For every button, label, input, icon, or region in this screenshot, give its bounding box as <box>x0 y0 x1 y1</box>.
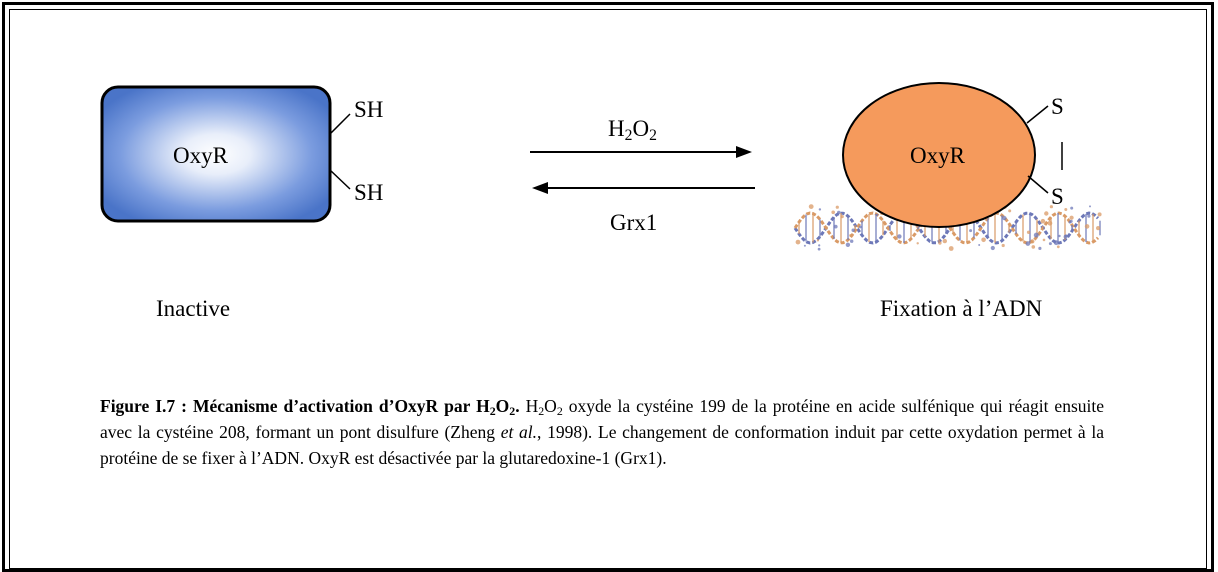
dna-atom <box>1032 245 1036 249</box>
dna-atom <box>1048 221 1053 226</box>
dna-atom <box>1030 239 1034 243</box>
dna-atom <box>1070 216 1074 220</box>
dna-atom <box>969 229 972 232</box>
s-bottom-label: S <box>1051 185 1064 208</box>
sh-bottom-bond <box>330 170 350 189</box>
dna-atom <box>804 245 806 247</box>
dna-atom <box>1070 207 1073 210</box>
dna-atom <box>981 238 986 243</box>
dna-atom <box>859 226 862 229</box>
dna-atom <box>834 225 838 229</box>
dna-atom <box>1089 205 1091 207</box>
dna-atom <box>943 239 947 243</box>
sh-bottom-label: SH <box>354 181 383 204</box>
dna-atom <box>1002 216 1006 220</box>
dna-atom <box>850 240 853 243</box>
dna-atom <box>817 239 819 241</box>
reverse-arrow-head <box>532 182 548 194</box>
dna-atom <box>1054 240 1059 245</box>
dna-atom <box>1034 233 1039 238</box>
oxyr-inactive-label: OxyR <box>173 144 228 167</box>
dna-atom <box>897 234 901 238</box>
dna-atom <box>1049 242 1052 245</box>
dna-atom <box>1026 241 1031 246</box>
dna-atom <box>831 211 835 215</box>
dna-binding-state-label: Fixation à l’ADN <box>880 297 1042 320</box>
inactive-state-label: Inactive <box>156 297 230 320</box>
dna-atom <box>796 240 801 245</box>
dna-atom <box>938 241 941 244</box>
dna-atom <box>809 204 814 209</box>
grx1-reagent-label: Grx1 <box>610 211 657 234</box>
oxyr-active-label: OxyR <box>910 144 965 167</box>
dna-atom <box>1043 239 1046 242</box>
dna-atom <box>1085 224 1090 229</box>
dna-atom <box>1058 235 1060 237</box>
s-bottom-bond <box>1028 176 1048 193</box>
dna-atom <box>991 246 995 250</box>
dna-atom <box>1041 219 1046 224</box>
dna-atom <box>819 208 821 210</box>
dna-atom <box>818 248 821 251</box>
sh-top-bond <box>330 114 350 134</box>
dna-atom <box>836 206 839 209</box>
dna-atom <box>846 243 850 247</box>
dna-atom <box>1096 226 1100 230</box>
dna-atom <box>978 244 980 246</box>
dna-atom <box>841 215 844 218</box>
dna-atom <box>1098 212 1102 216</box>
dna-atom <box>1069 221 1072 224</box>
h2o2-reagent-label: H2O2 <box>608 117 657 140</box>
dna-atom <box>1038 247 1041 250</box>
dna-atom <box>876 214 878 216</box>
dna-atom <box>1064 208 1067 211</box>
dna-atom <box>1027 231 1030 234</box>
figure-caption: Figure I.7 : Mécanisme d’activation d’Ox… <box>100 393 1104 471</box>
dna-atom <box>1087 215 1090 218</box>
dna-atom <box>849 234 852 237</box>
dna-atom <box>1057 245 1060 248</box>
s-top-label: S <box>1051 95 1064 118</box>
dna-atom <box>949 246 954 251</box>
s-top-bond <box>1027 106 1048 123</box>
dna-atom <box>837 211 841 215</box>
forward-arrow-head <box>736 146 752 158</box>
dna-atom <box>818 244 820 246</box>
dna-atom <box>1008 209 1011 212</box>
dna-atom <box>1044 211 1048 215</box>
dna-atom <box>852 229 855 232</box>
sh-top-label: SH <box>354 98 383 121</box>
dna-atom <box>917 242 919 244</box>
caption-title: Figure I.7 : Mécanisme d’activation d’Ox… <box>100 396 520 416</box>
dna-atom <box>1064 235 1068 239</box>
dna-atom <box>1002 244 1005 247</box>
